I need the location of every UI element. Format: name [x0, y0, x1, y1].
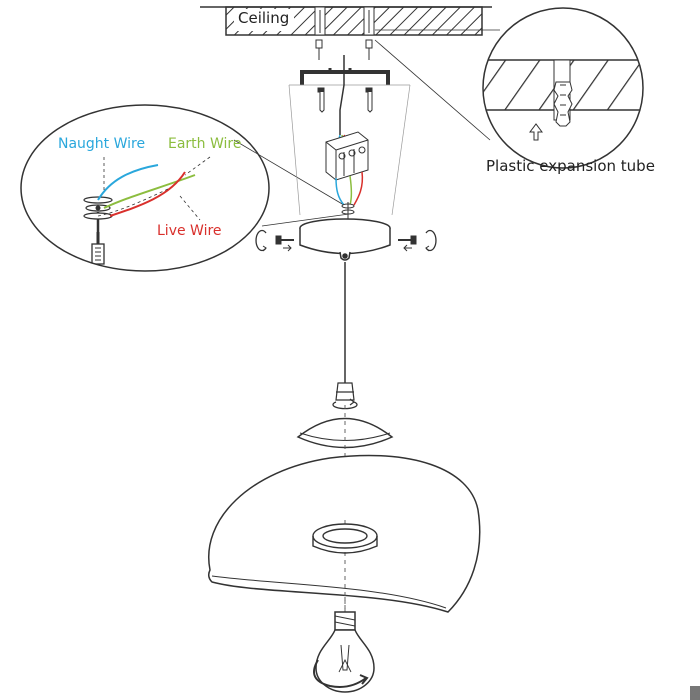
naught-wire-label: Naught Wire: [58, 136, 146, 152]
wiring-detail: [20, 104, 270, 272]
canopy: [299, 218, 391, 261]
corner-mark: [690, 686, 700, 700]
expansion-tube-detail: [482, 7, 644, 169]
earth-wire-label: Earth Wire: [168, 136, 242, 152]
terminal-block: [325, 55, 369, 220]
expansion-tube-label: Plastic expansion tube: [486, 157, 655, 175]
zoom-lines: [233, 29, 500, 227]
bulb-rotate-arrow: [313, 659, 369, 688]
ceiling-label: Ceiling: [238, 9, 290, 27]
light-bulb: [315, 611, 375, 693]
guide-lines: [288, 84, 411, 216]
ceiling-screws: [300, 39, 390, 113]
cord-grip: [332, 382, 358, 410]
canopy-side-screws: [255, 229, 437, 252]
live-wire-label: Live Wire: [157, 223, 222, 239]
ring-nut: [312, 523, 378, 554]
shade-rim: [211, 575, 447, 609]
